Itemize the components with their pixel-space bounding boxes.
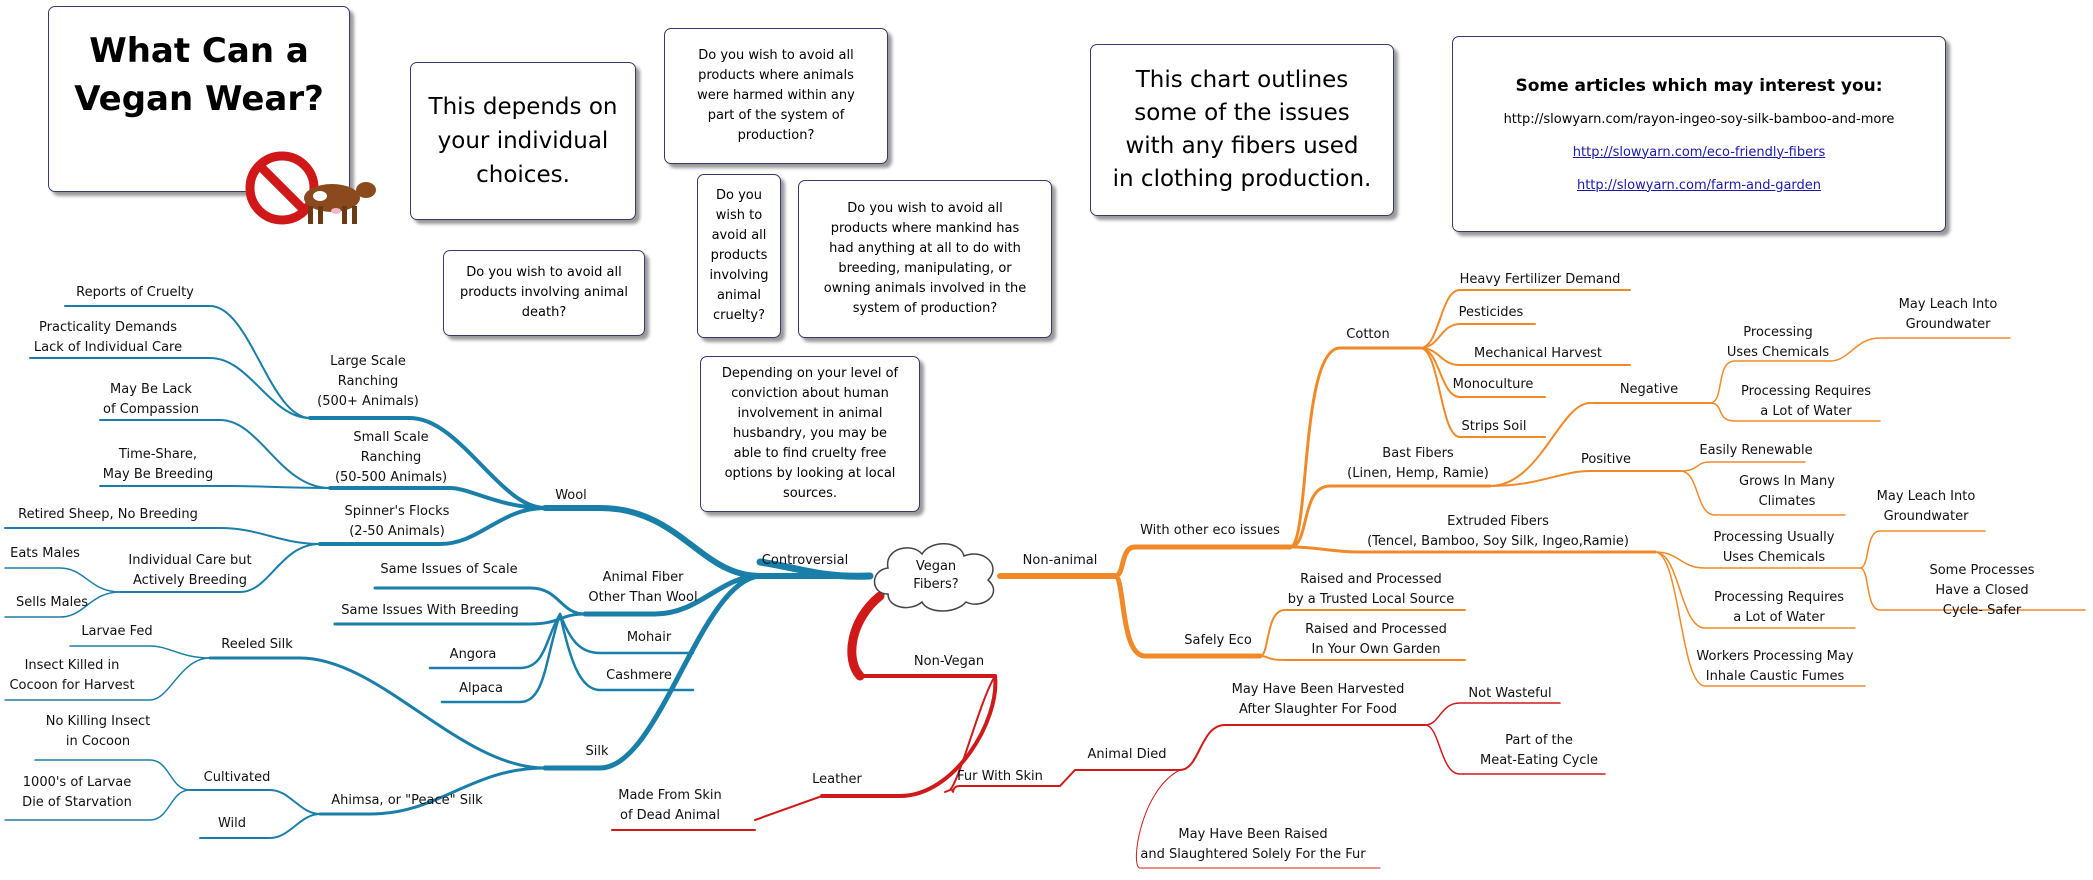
node-monoculture: Monoculture — [1452, 377, 1534, 392]
node-spinners: Spinner's Flocks (2-50 Animals) — [344, 504, 450, 539]
node-climates: Grows In Many Climates — [1739, 474, 1835, 509]
node-fur: Fur With Skin — [957, 769, 1043, 784]
node-controversial: Controversial — [761, 553, 849, 568]
node-renewable: Easily Renewable — [1699, 443, 1813, 458]
node-harvested: May Have Been Harvested After Slaughter … — [1231, 682, 1405, 717]
node-small-scale: Small Scale Ranching (50-500 Animals) — [334, 430, 448, 485]
node-proc-water: Processing Requires a Lot of Water — [1741, 384, 1871, 419]
node-larvae-fed: Larvae Fed — [81, 624, 153, 639]
node-cashmere: Cashmere — [606, 668, 672, 683]
node-same-scale: Same Issues of Scale — [380, 562, 518, 577]
question-death-text: Do you wish to avoid all products involv… — [459, 265, 628, 320]
node-leach-1: May Leach Into Groundwater — [1898, 297, 1998, 332]
node-large-scale: Large Scale Ranching (500+ Animals) — [317, 354, 419, 409]
outline-box: This chart outlines some of the issues w… — [1090, 44, 1394, 216]
node-practicality: Practicality Demands Lack of Individual … — [33, 320, 183, 355]
node-raised-fur: May Have Been Raised and Slaughtered Sol… — [1140, 827, 1366, 862]
node-bast: Bast Fibers (Linen, Hemp, Ramie) — [1347, 446, 1489, 481]
center-node: Vegan Fibers? — [866, 538, 1006, 614]
page-title: What Can a Vegan Wear? — [74, 31, 324, 119]
node-cultivated: Cultivated — [203, 770, 271, 785]
node-wild: Wild — [217, 816, 247, 831]
question-mankind-text: Do you wish to avoid all products where … — [823, 201, 1027, 316]
node-mech-harvest: Mechanical Harvest — [1474, 346, 1602, 361]
node-safely-eco: Safely Eco — [1184, 633, 1252, 648]
node-angora: Angora — [449, 647, 497, 662]
node-proc-usually: Processing Usually Uses Chemicals — [1713, 530, 1835, 565]
node-fertilizer: Heavy Fertilizer Demand — [1459, 272, 1621, 287]
node-sells-males: Sells Males — [16, 595, 88, 610]
node-reeled-silk: Reeled Silk — [221, 637, 293, 652]
node-reports-cruelty: Reports of Cruelty — [76, 285, 194, 300]
article-link-1[interactable]: http://slowyarn.com/rayon-ingeo-soy-silk… — [1503, 111, 1895, 127]
node-retired-sheep: Retired Sheep, No Breeding — [18, 507, 198, 522]
node-larvae-starvation: 1000's of Larvae Die of Starvation — [22, 775, 132, 810]
node-animal-died: Animal Died — [1087, 747, 1167, 762]
node-trusted: Raised and Processed by a Trusted Local … — [1287, 572, 1455, 607]
node-silk: Silk — [585, 744, 609, 759]
articles-box: Some articles which may interest you: ht… — [1452, 36, 1946, 232]
node-individual-care: Individual Care but Actively Breeding — [128, 553, 252, 588]
node-garden: Raised and Processed In Your Own Garden — [1305, 622, 1447, 657]
node-meat-cycle: Part of the Meat-Eating Cycle — [1479, 733, 1599, 768]
node-insect-killed: Insect Killed in Cocoon for Harvest — [9, 658, 135, 693]
question-cruelty-box: Do you wish to avoid all products involv… — [697, 174, 781, 338]
node-eats-males: Eats Males — [10, 546, 80, 561]
node-same-breeding: Same Issues With Breeding — [341, 603, 519, 618]
node-wool: Wool — [555, 488, 587, 503]
node-closed-cycle: Some Processes Have a Closed Cycle- Safe… — [1929, 563, 2035, 618]
node-proc-chem: Processing Uses Chemicals — [1726, 325, 1830, 360]
question-cruelty-text: Do you wish to avoid all products involv… — [709, 188, 769, 323]
node-strips-soil: Strips Soil — [1461, 419, 1527, 434]
center-node-label: Vegan Fibers? — [913, 559, 959, 592]
article-link-2[interactable]: http://slowyarn.com/eco-friendly-fibers — [1572, 144, 1826, 160]
question-death-box: Do you wish to avoid all products involv… — [443, 250, 645, 336]
node-positive: Positive — [1580, 452, 1632, 467]
node-leather: Leather — [812, 772, 862, 787]
node-ahimsa: Ahimsa, or "Peace" Silk — [331, 793, 483, 808]
articles-heading: Some articles which may interest you: — [1515, 75, 1883, 96]
depends-box: This depends on your individual choices. — [410, 62, 636, 220]
node-not-wasteful: Not Wasteful — [1468, 686, 1552, 701]
node-eco-issues: With other eco issues — [1140, 523, 1280, 538]
node-mohair: Mohair — [626, 630, 672, 645]
node-negative: Negative — [1619, 382, 1679, 397]
node-alpaca: Alpaca — [459, 681, 503, 696]
node-lack-compassion: May Be Lack of Compassion — [103, 382, 199, 417]
node-non-vegan: Non-Vegan — [913, 654, 985, 669]
outline-text: This chart outlines some of the issues w… — [1112, 67, 1372, 192]
article-link-3[interactable]: http://slowyarn.com/farm-and-garden — [1576, 177, 1822, 193]
node-proc-water-2: Processing Requires a Lot of Water — [1714, 590, 1844, 625]
node-leach-2: May Leach Into Groundwater — [1876, 489, 1976, 524]
node-non-animal: Non-animal — [1022, 553, 1098, 568]
cloud-shape — [873, 543, 995, 612]
question-harmed-text: Do you wish to avoid all products where … — [697, 48, 855, 143]
node-extruded: Extruded Fibers (Tencel, Bamboo, Soy Sil… — [1367, 514, 1629, 549]
question-mankind-box: Do you wish to avoid all products where … — [798, 180, 1052, 338]
no-sign-icon — [244, 150, 319, 225]
node-skin: Made From Skin of Dead Animal — [618, 788, 722, 823]
node-pesticides: Pesticides — [1458, 305, 1524, 320]
node-animal-fiber: Animal Fiber Other Than Wool — [588, 570, 698, 605]
node-workers: Workers Processing May Inhale Caustic Fu… — [1696, 649, 1854, 684]
question-harmed-box: Do you wish to avoid all products where … — [664, 28, 888, 164]
cow-icon — [296, 176, 380, 228]
node-cotton: Cotton — [1346, 327, 1390, 342]
depending-text: Depending on your level of conviction ab… — [721, 366, 899, 501]
node-time-share: Time-Share, May Be Breeding — [102, 447, 214, 482]
depends-text: This depends on your individual choices. — [428, 94, 618, 188]
depending-box: Depending on your level of conviction ab… — [700, 356, 920, 512]
node-no-killing: No Killing Insect in Cocoon — [45, 714, 151, 749]
